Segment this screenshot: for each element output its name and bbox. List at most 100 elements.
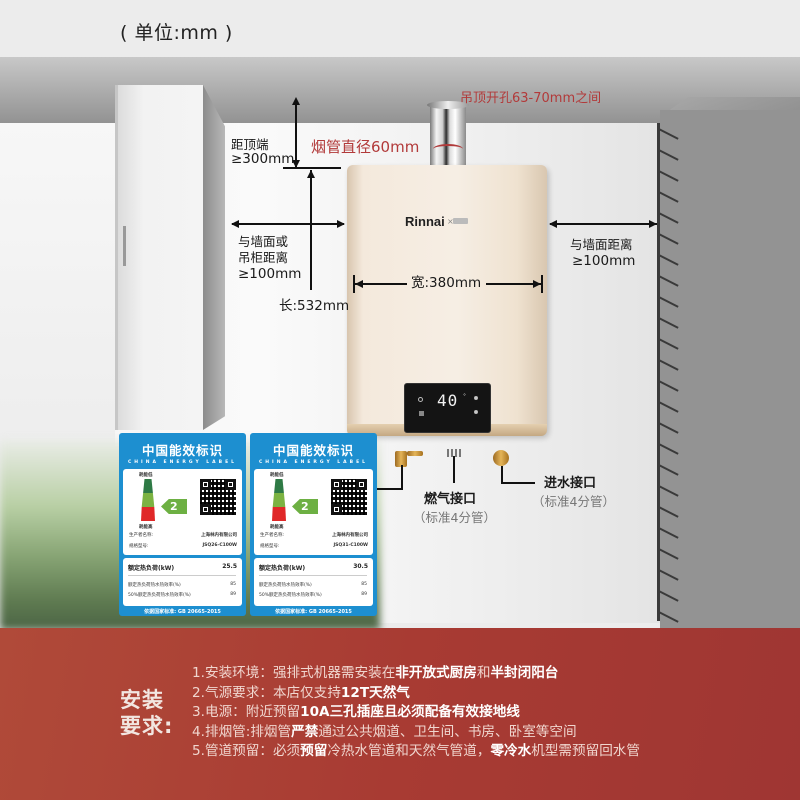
- efficiency-value: 85: [361, 582, 367, 587]
- arrow-right-icon: [533, 280, 541, 288]
- temperature-display: 40: [437, 391, 459, 410]
- qr-corner: [331, 479, 342, 490]
- left-clearance-line2: 吊柜距离: [238, 250, 289, 265]
- requirements-title-line2: 要求:: [120, 714, 174, 738]
- co-brand-logo: [453, 218, 468, 224]
- qr-corner: [200, 504, 211, 515]
- top-clearance-line: [295, 100, 297, 168]
- hot-water-leader: [401, 465, 403, 489]
- left-clearance-label: 与墙面或 吊柜距离 ≥100mm: [238, 234, 301, 282]
- right-clearance-label: 与墙面距离 ≥100mm: [570, 237, 635, 269]
- right-clearance-line2: ≥100mm: [572, 253, 636, 269]
- tier-top-label: 耗能低: [139, 473, 153, 478]
- energy-label-body: 耗能低 耗能高 2 生产者名称: 上海林内有限公司 规格型号: JSQ31-C1…: [254, 469, 373, 555]
- energy-label-title: 中国能效标识: [141, 443, 223, 458]
- qr-corner: [331, 504, 342, 515]
- manufacturer-value: 上海林内有限公司: [201, 533, 237, 538]
- right-clearance-line1: 与墙面距离: [570, 237, 633, 252]
- req-text: 2.气源要求：本店仅支持: [192, 684, 341, 701]
- top-band: [0, 0, 800, 57]
- energy-label-specs: 额定热负荷(kW) 25.5 额定热负荷热水热效率(%) 85 50%额定热负荷…: [123, 558, 242, 606]
- brand-separator: ×: [447, 217, 454, 226]
- height-label: 长:532mm: [279, 298, 350, 314]
- flue-pipe: [430, 103, 466, 165]
- height-line: [310, 170, 312, 290]
- efficiency-50-label: 50%额定热负荷热水热效率(%): [259, 593, 322, 598]
- water-leader-h: [501, 482, 535, 484]
- tier-3: [141, 507, 155, 521]
- energy-grade-badge: 2: [292, 499, 318, 514]
- control-panel: [404, 383, 491, 433]
- energy-label-standard: 依据国家标准: GB 20665-2015: [275, 609, 352, 615]
- gas-fitting: [447, 449, 461, 457]
- gas-connection-spec: （标准4分管）: [413, 510, 496, 525]
- req-emphasis: 零冷水: [490, 743, 532, 759]
- req-text: 通过公共烟道、卫生间、书房、卧室等空间: [318, 723, 577, 740]
- unit-label: ( 单位:mm ): [120, 22, 233, 44]
- arrow-right-icon: [337, 220, 345, 228]
- requirement-item: 2.气源要求：本店仅支持12T天然气: [192, 684, 640, 704]
- tier-top-label: 耗能低: [270, 473, 284, 478]
- qr-corner: [200, 479, 211, 490]
- grade-value: 2: [301, 500, 309, 513]
- installation-requirements-band: [0, 628, 800, 800]
- width-label: 宽:380mm: [411, 275, 482, 291]
- energy-label-subtitle: CHINA ENERGY LABEL: [258, 460, 369, 465]
- top-clearance-line1: 距顶端: [231, 137, 269, 152]
- flue-pipe-rim: [427, 101, 469, 109]
- energy-label-subtitle: CHINA ENERGY LABEL: [127, 460, 238, 465]
- load-label: 额定热负荷(kW): [128, 565, 175, 572]
- requirements-list: 1.安装环境：强排式机器需安装在非开放式厨房和半封闭阳台 2.气源要求：本店仅支…: [192, 664, 640, 762]
- left-clearance-line: [232, 223, 344, 225]
- model-label: 规格型号:: [129, 544, 149, 549]
- req-emphasis: 预留: [300, 743, 328, 759]
- model-value: JSQ26-C100W: [202, 543, 237, 548]
- qr-corner: [225, 479, 236, 490]
- arrow-up-icon: [292, 97, 300, 105]
- efficiency-50-value: 89: [230, 592, 236, 597]
- wall-hatch-line: [657, 123, 660, 621]
- manufacturer-label: 生产者名称:: [260, 533, 285, 538]
- energy-label-specs: 额定热负荷(kW) 30.5 额定热负荷热水热效率(%) 85 50%额定热负荷…: [254, 558, 373, 606]
- manufacturer-value: 上海林内有限公司: [332, 533, 368, 538]
- efficiency-50-label: 50%额定热负荷热水热效率(%): [128, 593, 191, 598]
- gas-connection-label: 燃气接口: [424, 492, 477, 507]
- req-text: 冷热水管道和天然气管道，: [327, 743, 491, 759]
- req-text: 5.管道预留：必须: [192, 743, 301, 759]
- right-clearance-line: [550, 223, 657, 225]
- arrow-up-icon: [307, 170, 315, 178]
- requirement-item: 4.排烟管:排烟管严禁通过公共烟道、卫生间、书房、卧室等空间: [192, 723, 640, 743]
- tier-bottom-label: 耗能高: [270, 525, 284, 530]
- arrow-left-icon: [231, 220, 239, 228]
- load-value: 25.5: [222, 563, 237, 570]
- energy-label-1: 中国能效标识 CHINA ENERGY LABEL 耗能低 耗能高 2 生产者名…: [119, 433, 246, 616]
- arrow-right-icon: [649, 220, 657, 228]
- temp-up-button-icon[interactable]: [474, 396, 478, 400]
- temp-down-button-icon[interactable]: [474, 410, 478, 414]
- power-button-icon[interactable]: [418, 397, 423, 402]
- gas-leader: [453, 456, 455, 483]
- mode-button-icon[interactable]: [419, 411, 424, 416]
- qr-code-icon: [200, 479, 236, 515]
- side-wall: [660, 110, 800, 630]
- flue-diameter-note: 烟管直径60mm: [311, 138, 420, 156]
- req-text: 4.排烟管:排烟管: [192, 723, 292, 740]
- energy-label-standard: 依据国家标准: GB 20665-2015: [144, 609, 221, 615]
- arrow-down-icon: [292, 160, 300, 168]
- tier-1: [274, 479, 284, 493]
- arrow-left-icon: [549, 220, 557, 228]
- efficiency-label: 额定热负荷热水热效率(%): [128, 583, 181, 588]
- load-label: 额定热负荷(kW): [259, 565, 306, 572]
- manufacturer-label: 生产者名称:: [129, 533, 154, 538]
- water-inlet-fitting: [493, 450, 509, 466]
- efficiency-50-value: 89: [361, 592, 367, 597]
- water-connection-label: 进水接口: [544, 476, 597, 491]
- left-clearance-line1: 与墙面或: [238, 234, 289, 249]
- top-clearance-label: 距顶端 ≥300mm: [231, 137, 294, 167]
- tier-3: [272, 507, 286, 521]
- ceiling-hole-note: 吊顶开孔63-70mm之间: [460, 91, 602, 106]
- hot-water-fitting: [395, 451, 407, 467]
- req-emphasis: 非开放式厨房: [395, 665, 477, 681]
- req-text: 1.安装环境：强排式机器需安装在: [192, 665, 396, 681]
- energy-grade-badge: 2: [161, 499, 187, 514]
